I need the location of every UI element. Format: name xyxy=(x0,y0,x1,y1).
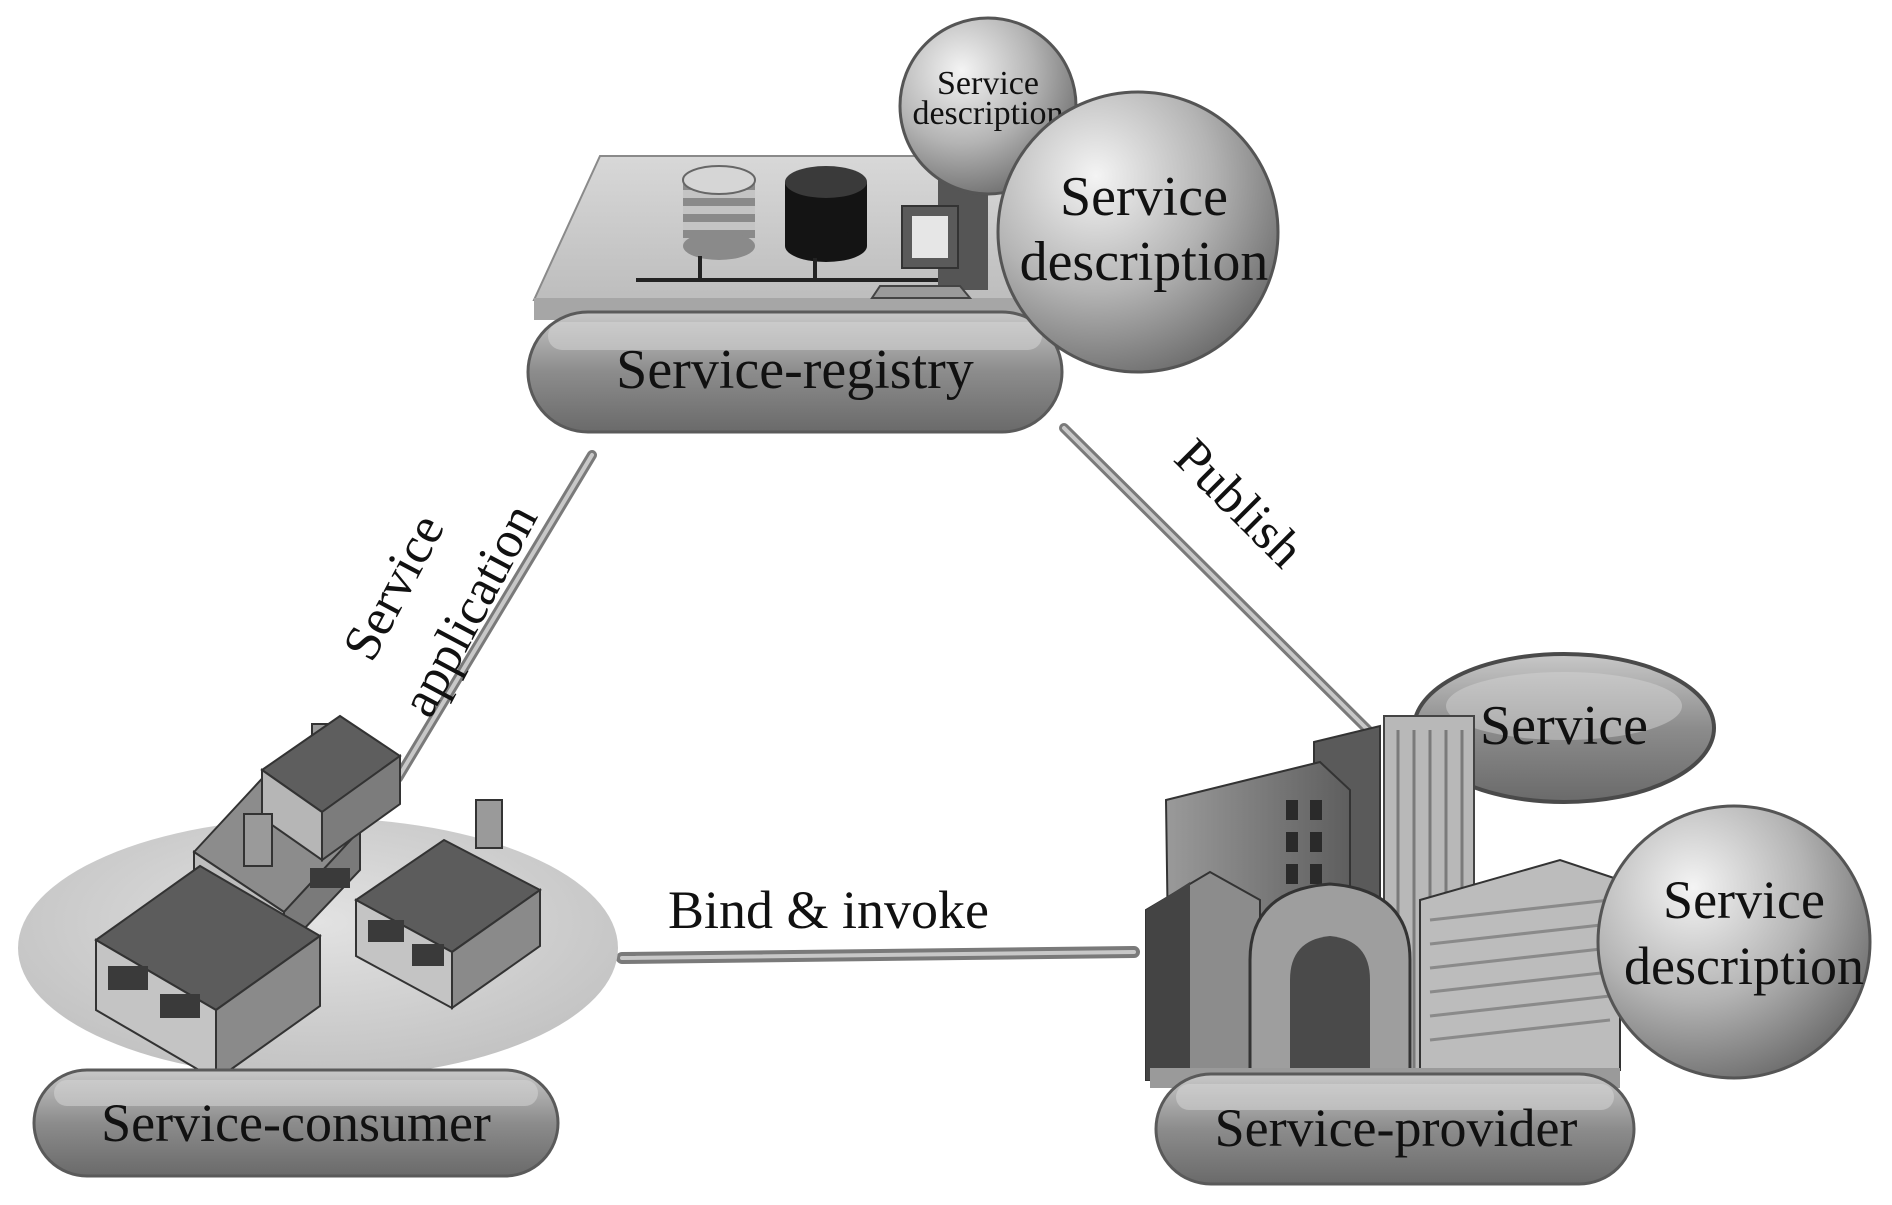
computer-icon xyxy=(870,180,988,299)
edge-service-application xyxy=(393,450,597,783)
registry-small-sphere-line1: Service xyxy=(937,65,1039,102)
registry-label: Service-registry xyxy=(616,339,974,401)
house-icon xyxy=(354,799,542,1010)
provider-node: Service xyxy=(1145,652,1872,1186)
provider-sphere-line2: description xyxy=(1624,936,1864,996)
building-icon xyxy=(1145,715,1621,1088)
provider-label: Service-provider xyxy=(1215,1098,1578,1158)
registry-node: Service-registry xyxy=(526,155,1064,434)
registry-large-sphere-line1: Service xyxy=(1060,166,1228,228)
registry-large-sphere-line2: description xyxy=(1020,231,1269,293)
edge-bind-invoke xyxy=(616,946,1140,964)
edge-label-bind-invoke: Bind & invoke xyxy=(668,880,989,940)
database-icon xyxy=(682,165,756,280)
provider-sphere: Service description xyxy=(1596,804,1872,1080)
registry-small-sphere-line2: description xyxy=(912,95,1063,132)
consumer-node: Service-consumer xyxy=(18,714,618,1178)
server-icon xyxy=(785,166,867,280)
provider-service-label: Service xyxy=(1480,695,1648,757)
consumer-label: Service-consumer xyxy=(101,1093,491,1153)
edge-publish xyxy=(1059,423,1373,735)
registry-large-sphere: Service description xyxy=(996,90,1280,374)
provider-sphere-line1: Service xyxy=(1663,870,1825,930)
